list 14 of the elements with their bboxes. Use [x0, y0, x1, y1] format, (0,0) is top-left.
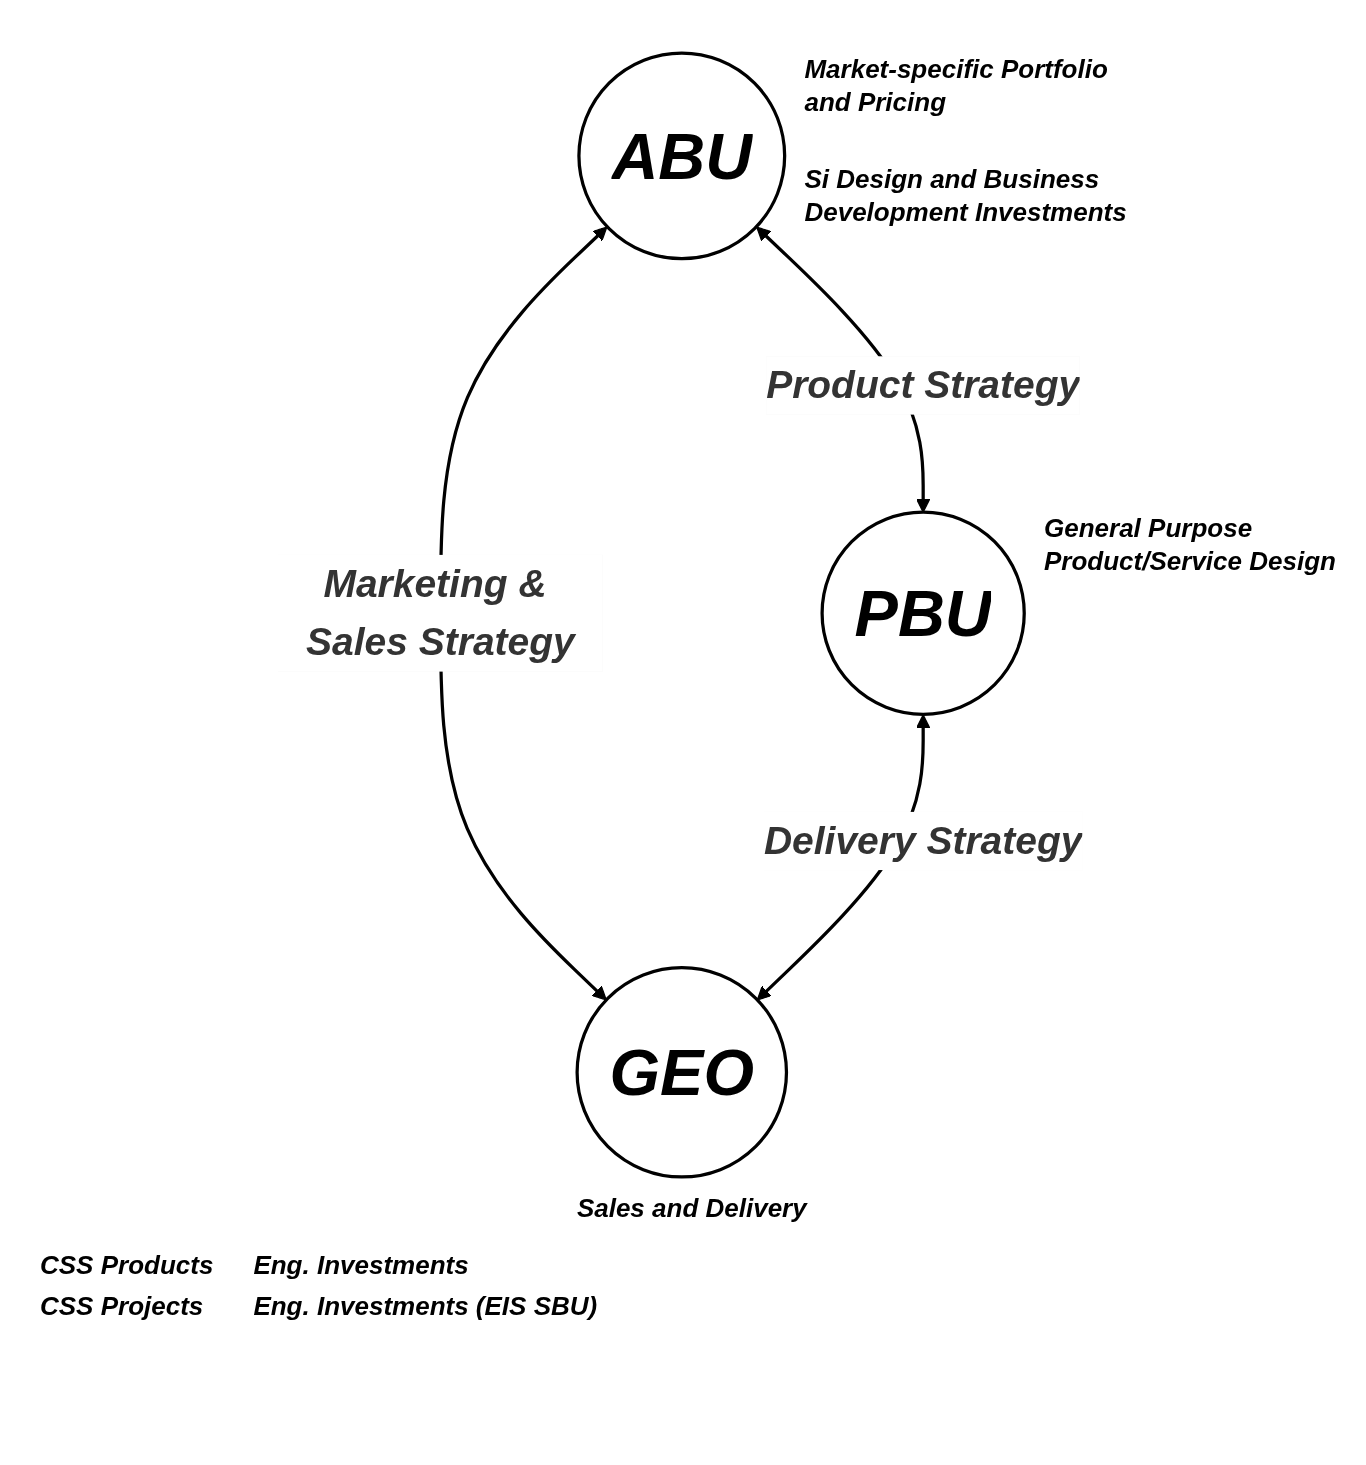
note-label: CSS Products: [40, 1250, 214, 1281]
edge-label: Marketing & Sales Strategy: [305, 561, 575, 664]
node-caption: General Purpose Product/Service Design: [1044, 512, 1337, 578]
node-circle: ABU: [577, 51, 787, 261]
note-label: Eng. Investments (EIS SBU): [253, 1291, 598, 1322]
node-circle: GEO: [575, 966, 788, 1179]
node-caption: Market-specific Portfolio and Pricing: [804, 53, 1109, 118]
note-label: Eng. Investments: [253, 1250, 470, 1281]
note-label: CSS Projects: [40, 1291, 205, 1322]
node-circle: PBU: [820, 510, 1026, 716]
edge-label: Delivery Strategy: [763, 818, 1083, 863]
node-caption: Sales and Delivery: [576, 1192, 809, 1225]
node-caption: Si Design and Business Development Investments: [804, 163, 1128, 228]
edge-label: Product Strategy: [765, 362, 1080, 407]
